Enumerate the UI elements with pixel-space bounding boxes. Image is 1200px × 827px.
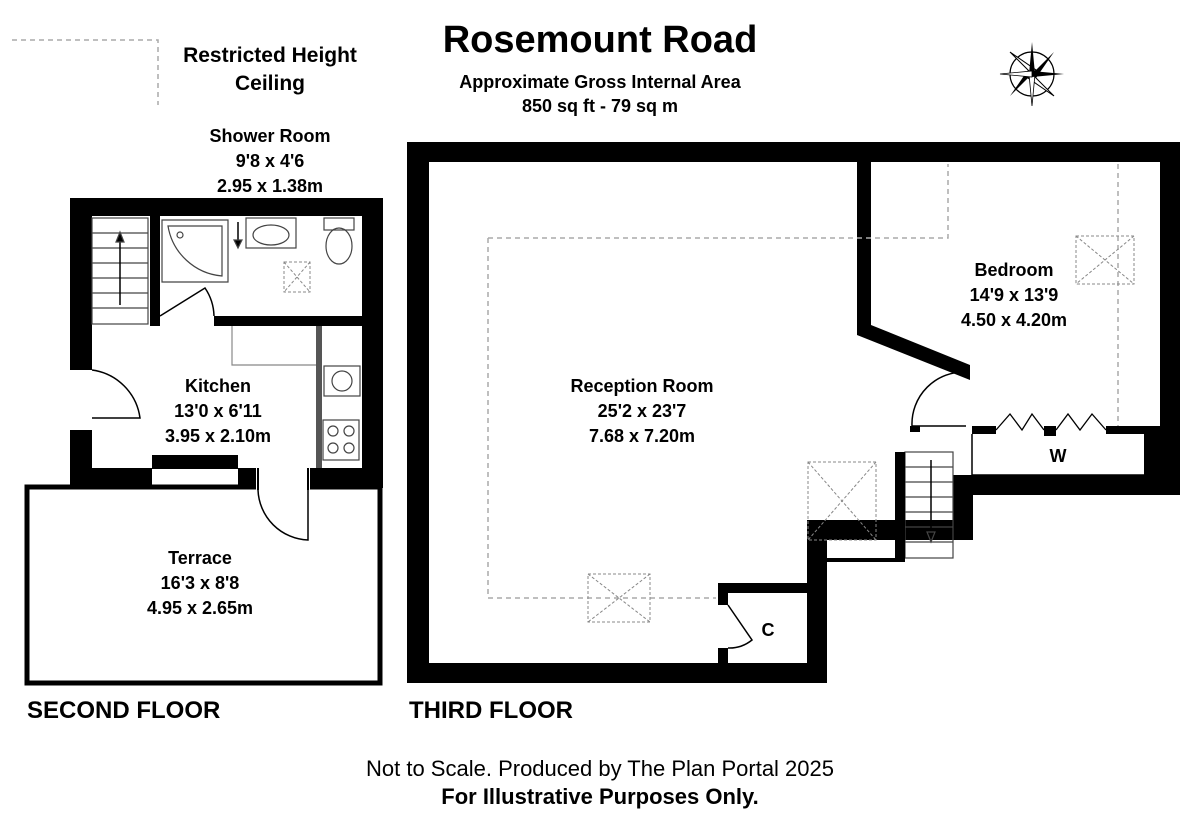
compass-rose-icon (999, 42, 1064, 107)
room-dimensions-imperial: 9'8 x 4'6 (235, 151, 305, 171)
third-floor-plan (407, 142, 1180, 683)
rooflight-icon (1075, 235, 1135, 285)
room-label-reception-room: Reception Room 25'2 x 23'7 7.68 x 7.20m (532, 374, 752, 449)
room-name: Bedroom (974, 260, 1054, 280)
kitchen-sink-icon (323, 365, 361, 397)
area-subtitle: Approximate Gross Internal Area 850 sq f… (380, 70, 820, 118)
rooflight-icon (587, 573, 651, 623)
room-label-shower-room: Shower Room 9'8 x 4'6 2.95 x 1.38m (160, 124, 380, 199)
room-name: Reception Room (570, 376, 714, 396)
room-dimensions-metric: 7.68 x 7.20m (588, 426, 696, 446)
restricted-height-legend: Restricted Height Ceiling (150, 42, 390, 98)
bedroom-partition-wall (857, 160, 970, 380)
restricted-height-outline (487, 164, 1119, 599)
wardrobe-label: W (1049, 446, 1067, 466)
terrace-outline (24, 484, 383, 686)
third-floor-label: THIRD FLOOR (409, 697, 573, 724)
room-label-kitchen: Kitchen 13'0 x 6'11 3.95 x 2.10m (118, 374, 318, 449)
footer-illustrative-note: For Illustrative Purposes Only. (441, 784, 759, 809)
room-dimensions-imperial: 13'0 x 6'11 (174, 401, 262, 421)
room-label-terrace: Terrace 16'3 x 8'8 4.95 x 2.65m (100, 546, 300, 621)
area-value: 850 sq ft - 79 sq m (521, 96, 679, 116)
second-floor-plan (24, 198, 383, 686)
room-dimensions-metric: 3.95 x 2.10m (164, 426, 272, 446)
room-label-bedroom: Bedroom 14'9 x 13'9 4.50 x 4.20m (914, 258, 1114, 333)
basin-icon (233, 217, 297, 250)
restricted-legend-line2: Ceiling (234, 72, 305, 95)
room-dimensions-imperial: 16'3 x 8'8 (160, 573, 240, 593)
room-dimensions-metric: 2.95 x 1.38m (216, 176, 324, 196)
rooflight-icon (283, 261, 311, 293)
room-dimensions-imperial: 14'9 x 13'9 (969, 285, 1059, 305)
door-swing-icon (257, 489, 309, 541)
wardrobe-doors-icon (995, 412, 1107, 432)
restricted-height-legend-marker (12, 39, 159, 105)
staircase-icon (91, 217, 149, 325)
room-dimensions-metric: 4.50 x 4.20m (960, 310, 1068, 330)
cupboard-label: C (761, 620, 775, 640)
restricted-legend-line1: Restricted Height (183, 44, 357, 67)
staircase-icon (904, 451, 954, 559)
second-floor-label: SECOND FLOOR (27, 697, 221, 724)
room-name: Terrace (168, 548, 232, 568)
footer-disclaimer: Not to Scale. Produced by The Plan Porta… (366, 756, 834, 781)
door-swing-icon (727, 604, 754, 649)
room-name: Kitchen (184, 376, 251, 396)
room-dimensions-metric: 4.95 x 2.65m (146, 598, 254, 618)
door-swing-icon (91, 369, 141, 419)
second-floor-walls (70, 198, 383, 488)
rooflight-icon (807, 461, 877, 541)
toilet-icon (323, 217, 355, 265)
door-swing-icon (911, 371, 967, 427)
room-dimensions-imperial: 25'2 x 23'7 (597, 401, 687, 421)
door-swing-icon (159, 286, 215, 317)
hob-icon (322, 419, 360, 461)
room-name: Shower Room (209, 126, 331, 146)
area-label: Approximate Gross Internal Area (459, 72, 741, 92)
page-title: Rosemount Road (442, 19, 758, 61)
third-floor-outer-walls (407, 142, 1180, 683)
shower-tray-icon (161, 219, 229, 283)
